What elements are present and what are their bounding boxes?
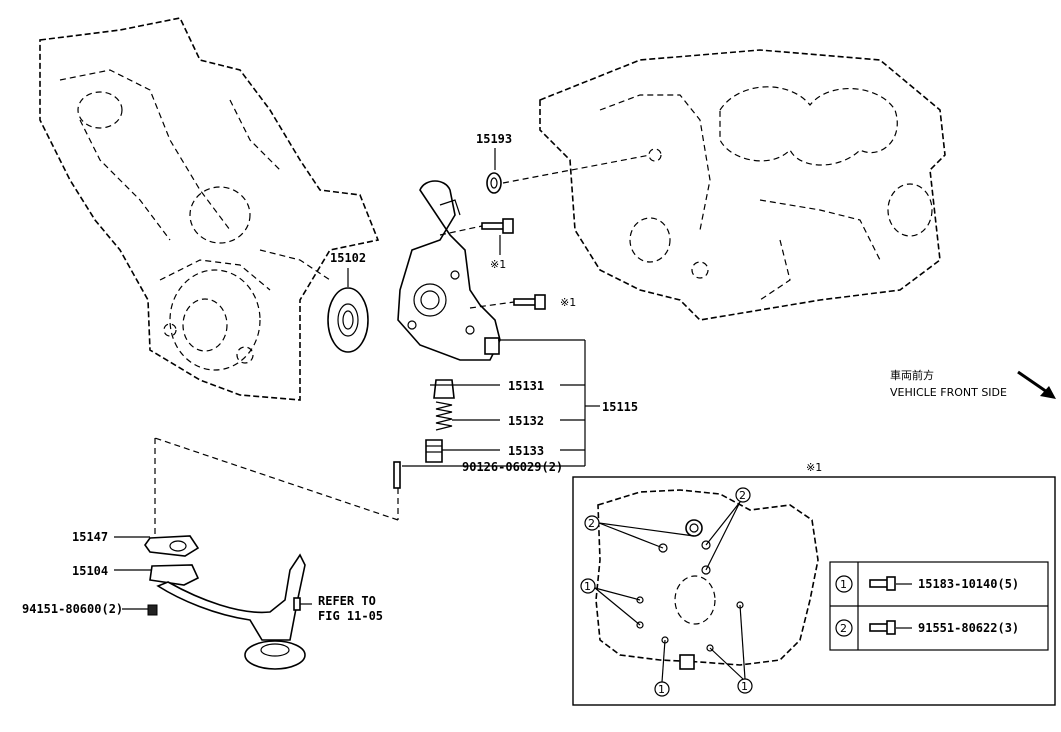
bolt-icon — [869, 576, 896, 591]
label-15131: 15131 — [508, 379, 544, 393]
relief-valve-illustration — [430, 379, 500, 399]
detail-legend-table — [829, 561, 1049, 651]
nut-illustration — [147, 604, 158, 616]
label-15193: 15193 — [476, 132, 512, 146]
bolt-lower-illustration — [469, 294, 546, 310]
oil-strainer-illustration — [149, 553, 306, 670]
detail-title: ※1 — [806, 461, 822, 474]
o-ring-illustration — [486, 154, 651, 194]
bolt-upper-illustration — [439, 218, 514, 236]
detail-callout-2a: 2 — [584, 515, 695, 549]
refer-line-1: REFER TO — [318, 594, 376, 608]
svg-text:2: 2 — [840, 622, 847, 635]
label-15115: 15115 — [602, 400, 638, 414]
refer-line-2: FIG 11-05 — [318, 609, 383, 623]
label-90126: 90126-06029(2) — [462, 460, 563, 474]
detail-cover-illustration — [595, 489, 819, 670]
label-15132: 15132 — [508, 414, 544, 428]
svg-text:2: 2 — [739, 489, 746, 502]
note-mark-1b: ※1 — [560, 296, 576, 309]
pin-illustration — [393, 461, 401, 489]
front-side-en: VEHICLE FRONT SIDE — [890, 386, 1007, 399]
legend-row-2: 2 91551-80622(3) — [835, 619, 1019, 637]
svg-text:1: 1 — [658, 683, 665, 696]
label-15133: 15133 — [508, 444, 544, 458]
oil-pump-body-illustration — [397, 180, 501, 361]
detail-callout-1a: 1 — [580, 578, 641, 626]
svg-text:1: 1 — [584, 580, 591, 593]
relief-plug-illustration — [425, 439, 500, 463]
label-15104: 15104 — [72, 564, 108, 578]
detail-callout-2b: 2 — [705, 487, 751, 571]
front-side-jp: 車両前方 — [890, 368, 934, 382]
label-15147: 15147 — [72, 530, 108, 544]
legend-row-1: 1 15183-10140(5) — [835, 575, 1019, 593]
cylinder-block-illustration — [539, 49, 946, 321]
label-15102: 15102 — [330, 251, 366, 265]
detail-callout-1b: 1 — [654, 639, 670, 697]
oil-pump-rotor-illustration — [327, 287, 369, 353]
timing-chain-cover-illustration — [39, 17, 380, 401]
svg-text:2: 2 — [588, 517, 595, 530]
svg-text:91551-80622(3): 91551-80622(3) — [918, 621, 1019, 635]
svg-text:1: 1 — [840, 578, 847, 591]
note-mark-1a: ※1 — [490, 258, 506, 271]
front-direction-arrow-icon — [1017, 370, 1056, 399]
gasket-illustration — [144, 535, 200, 557]
svg-text:1: 1 — [741, 680, 748, 693]
relief-spring-illustration — [435, 401, 500, 431]
svg-text:15183-10140(5): 15183-10140(5) — [918, 577, 1019, 591]
detail-callout-1c: 1 — [709, 604, 753, 694]
bolt-icon — [869, 620, 896, 635]
label-94151: 94151-80600(2) — [22, 602, 123, 616]
